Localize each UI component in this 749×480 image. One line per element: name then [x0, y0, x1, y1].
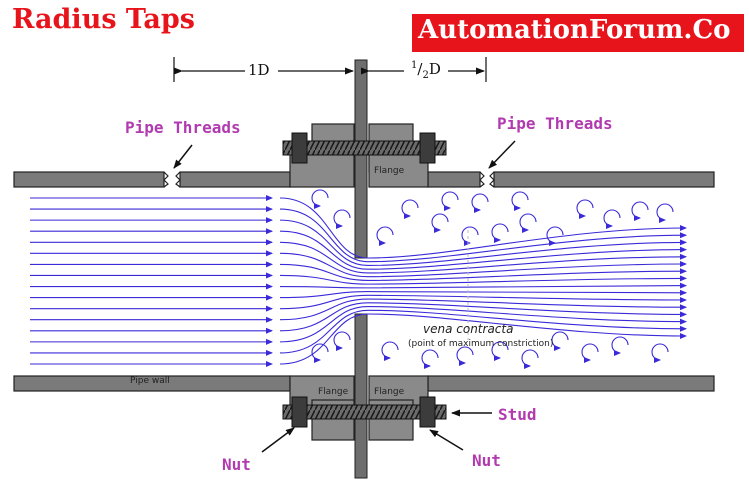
eddy	[611, 336, 629, 356]
callout-arrows	[173, 140, 516, 453]
eddy	[491, 223, 509, 243]
eddy	[311, 343, 329, 363]
label-pipe-threads-right: Pipe Threads	[497, 114, 613, 133]
eddy	[401, 199, 419, 219]
nut-bottom-left	[291, 396, 308, 428]
stud-bottom	[282, 404, 447, 420]
eddy	[376, 226, 394, 246]
eddy	[631, 201, 649, 221]
top-pipe-wall-right-b	[493, 171, 715, 188]
top-pipe-wall-mid	[179, 171, 291, 188]
label-flange-top: Flange	[374, 166, 405, 176]
label-stud: Stud	[498, 405, 537, 424]
label-nut-right: Nut	[472, 451, 501, 470]
eddy	[651, 343, 669, 363]
outlet-streamline	[279, 263, 687, 281]
eddy	[471, 193, 489, 213]
eddy	[441, 191, 459, 211]
eddy	[421, 349, 439, 369]
eddy	[333, 331, 351, 351]
eddy	[656, 203, 674, 223]
eddy	[521, 349, 539, 369]
outlet-streamline	[279, 208, 687, 263]
dimension-lines	[173, 57, 487, 82]
label-nut-left: Nut	[222, 455, 251, 474]
eddy	[333, 209, 351, 229]
outlet-streamline	[279, 274, 687, 285]
outlet-streamline	[279, 230, 687, 270]
page-title: Radius Taps	[12, 4, 196, 35]
nut-top-left	[291, 132, 308, 164]
orifice-plate-lower	[354, 313, 368, 479]
outlet-streamline	[279, 305, 687, 343]
eddy	[431, 213, 449, 233]
top-pipe-wall-right-a	[427, 171, 481, 188]
eddy	[491, 341, 509, 361]
outlet-streamline	[279, 298, 687, 321]
brand-text: AutomationForum.Co	[418, 15, 731, 45]
eddies	[311, 189, 674, 369]
outlet-streamline	[279, 302, 687, 332]
dimension-downstream: 1/2D	[411, 60, 441, 81]
eddy	[381, 341, 399, 361]
outlet-streamline	[279, 197, 687, 259]
outlet-streamline	[279, 289, 687, 299]
eddy	[581, 343, 599, 363]
label-pipe-threads-left: Pipe Threads	[125, 118, 241, 137]
top-pipe-wall-left	[13, 171, 165, 188]
stud-top	[282, 140, 447, 156]
eddy	[603, 209, 621, 229]
brand-banner: AutomationForum.Co	[412, 14, 744, 52]
outlet-streamline	[279, 219, 687, 267]
orifice-plate-upper	[354, 59, 368, 259]
bottom-pipe-wall-right	[427, 375, 715, 392]
eddy	[519, 213, 537, 233]
outlet-streamline	[279, 309, 687, 354]
label-flange-bottom-right: Flange	[374, 387, 405, 397]
label-pipe-wall: Pipe wall	[130, 376, 170, 386]
nut-bottom-right	[419, 396, 436, 428]
nut-top-right	[419, 132, 436, 164]
flow-streamlines	[30, 195, 687, 367]
eddy	[456, 346, 474, 366]
outlet-streamline	[279, 294, 687, 310]
eddy	[546, 226, 564, 246]
outlet-streamline	[279, 252, 687, 278]
studs-and-nuts	[282, 132, 447, 428]
eddy	[461, 226, 479, 246]
outlet-streamline	[279, 313, 687, 365]
eddy	[311, 189, 329, 209]
thread-gaps	[163, 171, 495, 188]
label-flange-bottom-left: Flange	[318, 387, 349, 397]
flanges	[289, 123, 429, 441]
eddy	[511, 191, 529, 211]
eddy	[551, 331, 569, 351]
label-vena-contracta: vena contracta	[423, 322, 514, 336]
outlet-streamline	[279, 241, 687, 274]
dimension-upstream: 1D	[248, 61, 270, 79]
outlet-streamline	[279, 282, 687, 289]
eddy	[576, 199, 594, 219]
label-vena-contracta-note: (point of maximum constriction)	[408, 339, 554, 349]
